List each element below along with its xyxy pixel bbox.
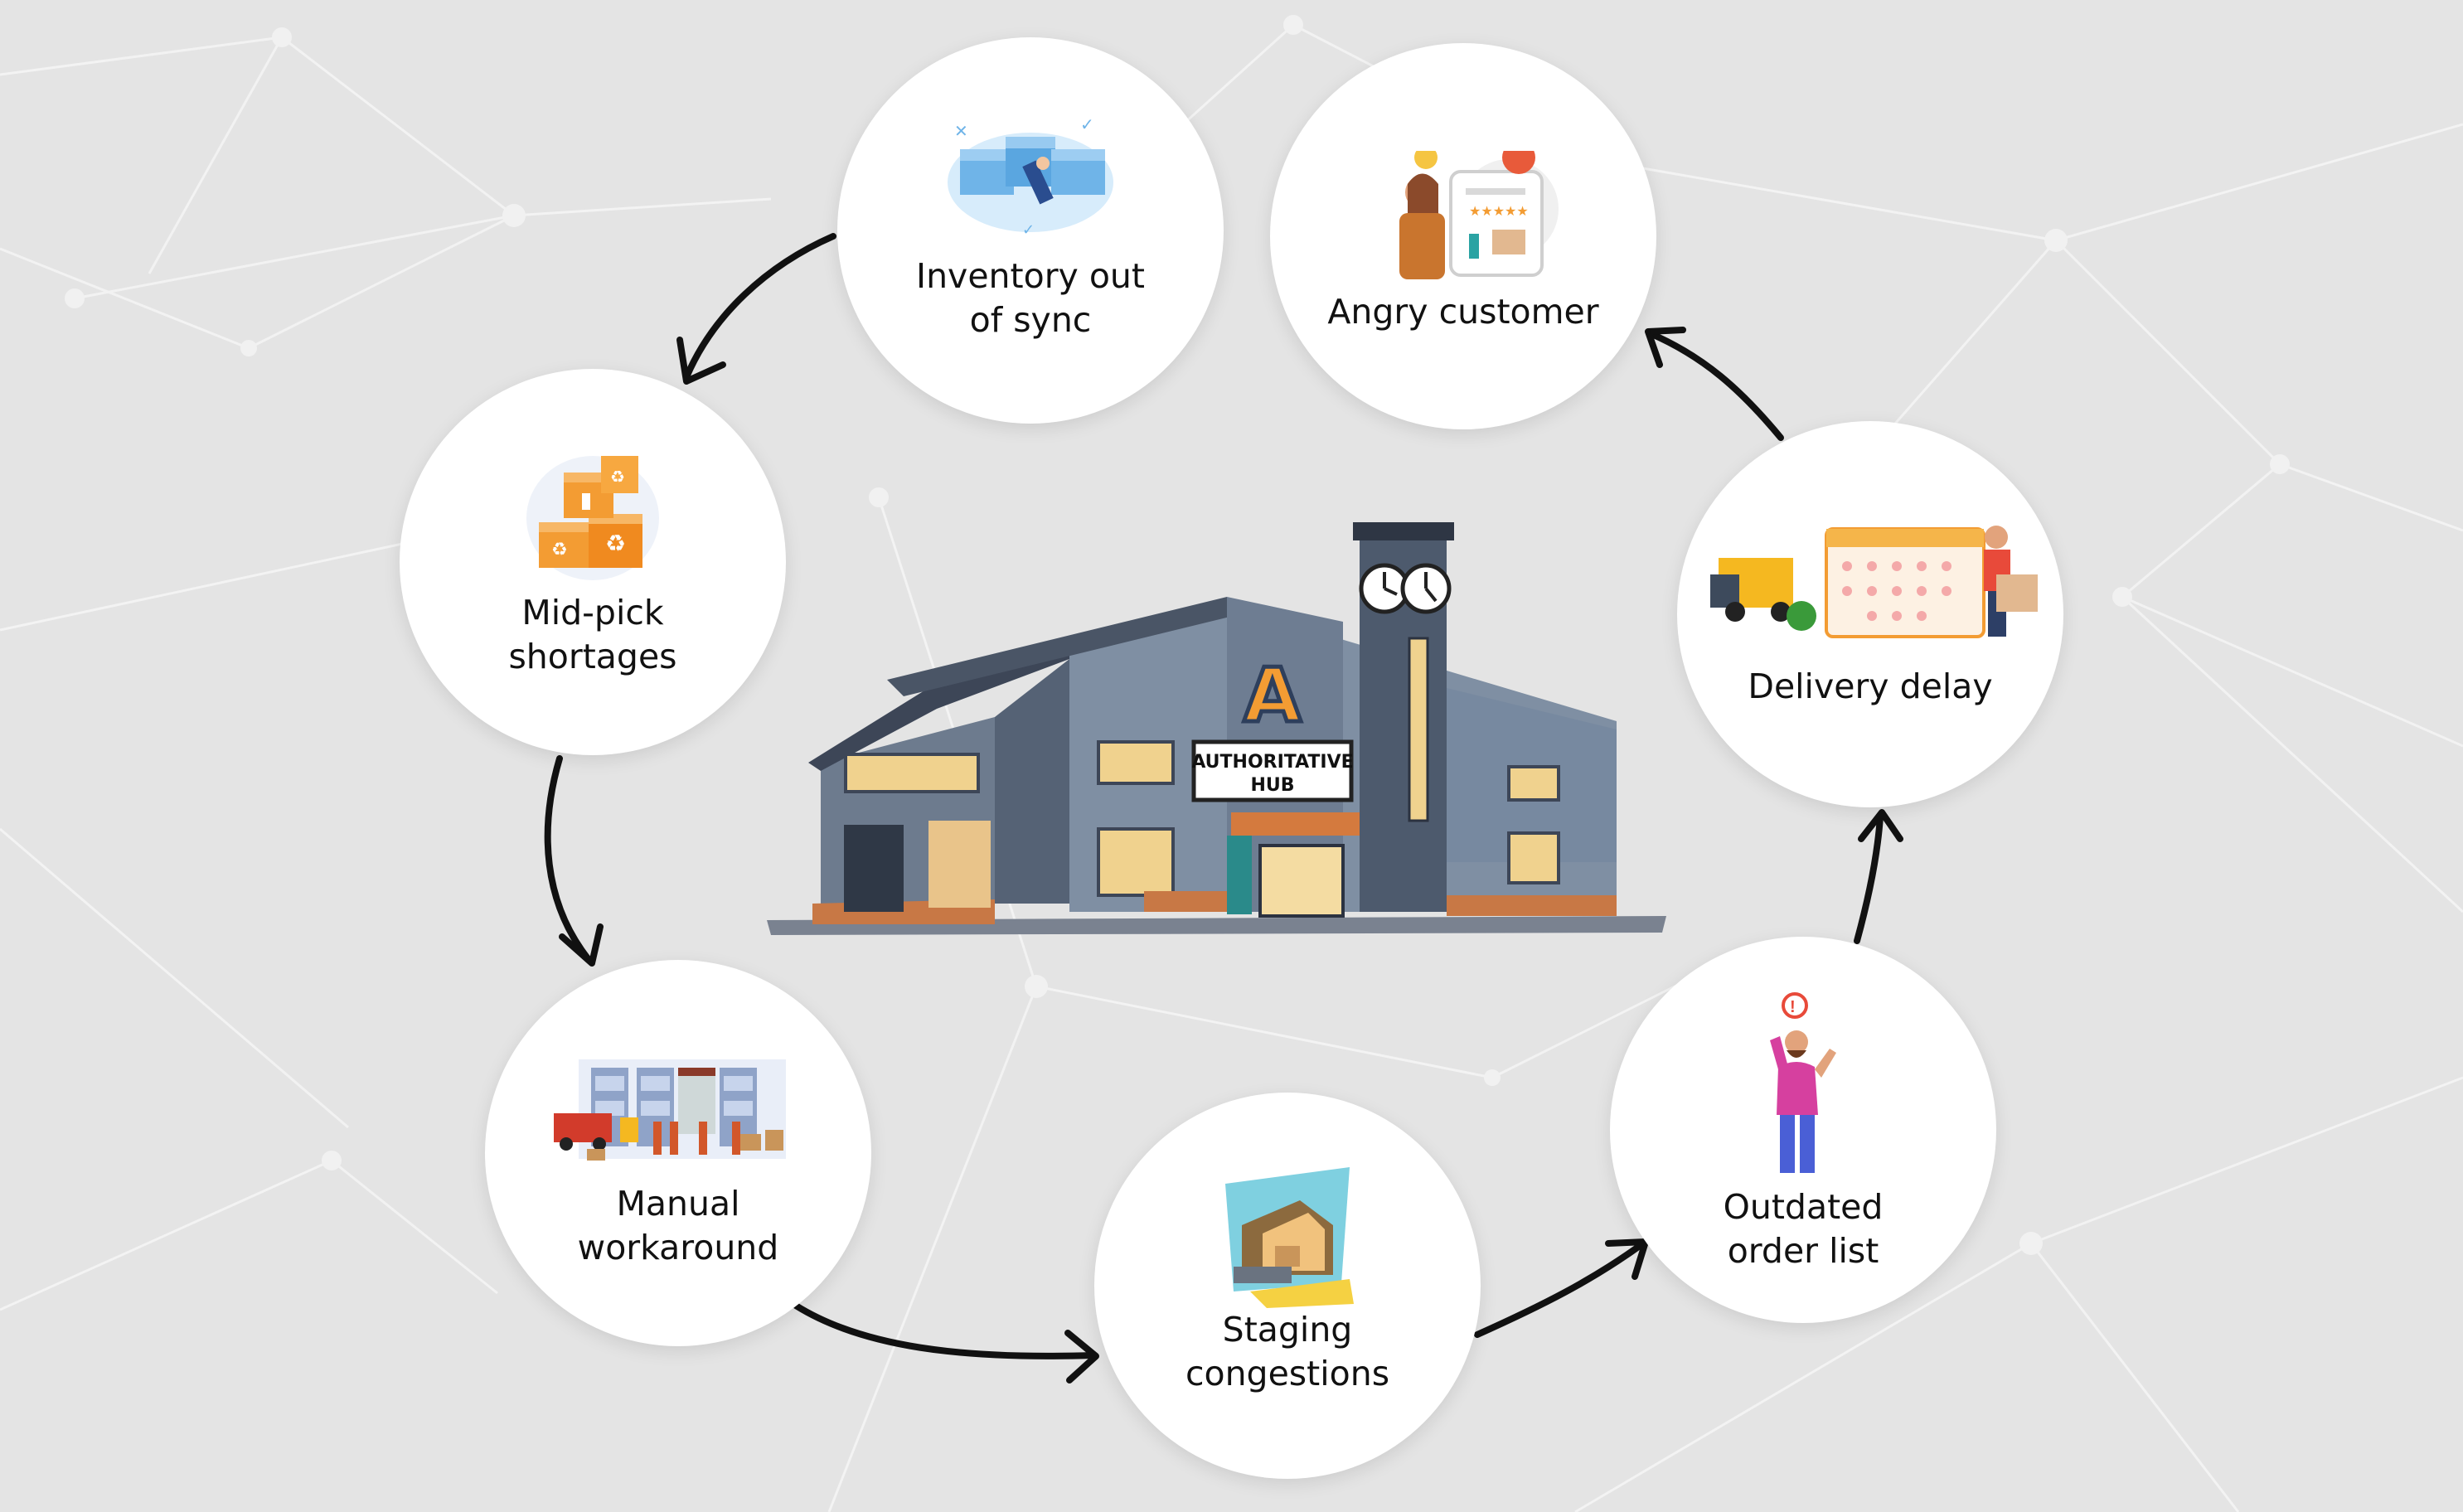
svg-text:♻: ♻ [605,531,626,556]
hub-sign-line1: AUTHORITATIVE [1191,752,1353,773]
node-inventory-out-of-sync: ✕ ✓ ✓ Inventory out of sync [837,37,1224,424]
svg-text:✕: ✕ [954,123,968,141]
svg-text:♻: ♻ [551,539,568,560]
node-label: Inventory out of sync [915,256,1145,340]
node-label: Delivery delay [1748,666,1993,706]
hub-logo-letter: A [1244,652,1302,739]
stacked-boxes-icon: ♻ ♻ ♻ [526,456,659,580]
node-mid-pick-shortages: ♻ ♻ ♻ Mid-pick shortages [400,369,786,755]
arrow-staging-to-outdated [1474,1240,1646,1338]
arrow-midpick-to-manual [544,755,594,965]
node-label: Staging congestions [1185,1310,1390,1393]
warehouse-workers-icon [554,1059,786,1161]
arrow-outdated-to-delivery [1854,813,1884,944]
warehouse-building-illustration: A AUTHORITATIVE HUB [767,522,1666,935]
node-angry-customer: ★★★★★ Angry customer [1270,43,1656,429]
svg-text:✓: ✓ [1080,116,1094,134]
node-manual-workaround: Manual workaround [485,960,871,1346]
svg-text:✓: ✓ [1022,221,1035,238]
arrow-delivery-to-angry [1646,330,1784,441]
delivery-truck-calendar-icon [1710,526,2038,638]
inventory-boxes-icon: ✕ ✓ ✓ [948,116,1113,238]
node-delivery-delay: Delivery delay [1677,421,2063,807]
node-label: Mid-pick shortages [508,593,677,676]
loading-dock-icon [1225,1167,1354,1308]
arrow-manual-to-staging [793,1302,1096,1359]
node-outdated-order-list: ! Outdated order list [1610,937,1996,1323]
hub-sign-line2: HUB [1250,775,1294,796]
svg-text:♻: ♻ [610,468,625,487]
node-label: Outdated order list [1723,1187,1884,1271]
angry-customer-icon: ★★★★★ [1399,151,1559,279]
svg-text:!: ! [1790,998,1796,1016]
node-label: Manual workaround [577,1184,779,1267]
node-label: Angry customer [1327,292,1599,332]
node-staging-congestions: Staging congestions [1094,1093,1481,1479]
svg-text:★★★★★: ★★★★★ [1469,205,1529,219]
arrow-inventory-to-midpick [683,233,836,380]
confused-person-icon: ! [1770,992,1836,1173]
